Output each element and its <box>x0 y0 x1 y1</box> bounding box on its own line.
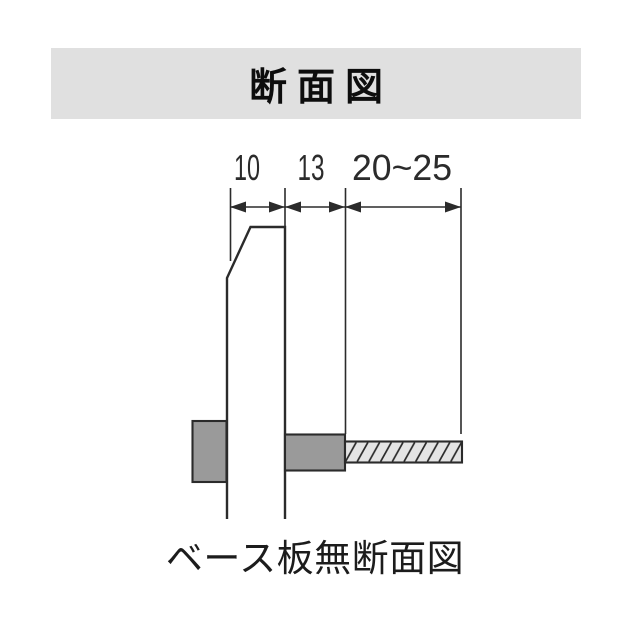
dimension-extension-lines <box>229 188 462 434</box>
section-title: 断面図 <box>248 67 393 109</box>
diagram-caption: ベース板無断面図 <box>165 538 465 579</box>
dim-label-20-25: 20~25 <box>352 147 452 188</box>
dim-label-13: 13 <box>298 147 325 188</box>
panel-outline <box>225 225 287 519</box>
dimension-arrows <box>230 201 461 213</box>
left-mount-block <box>191 419 228 484</box>
dim-label-10: 10 <box>234 147 260 188</box>
screw-rod <box>343 440 464 464</box>
section-title-bar: 断面図 <box>51 48 581 119</box>
right-mount-block <box>283 433 347 472</box>
